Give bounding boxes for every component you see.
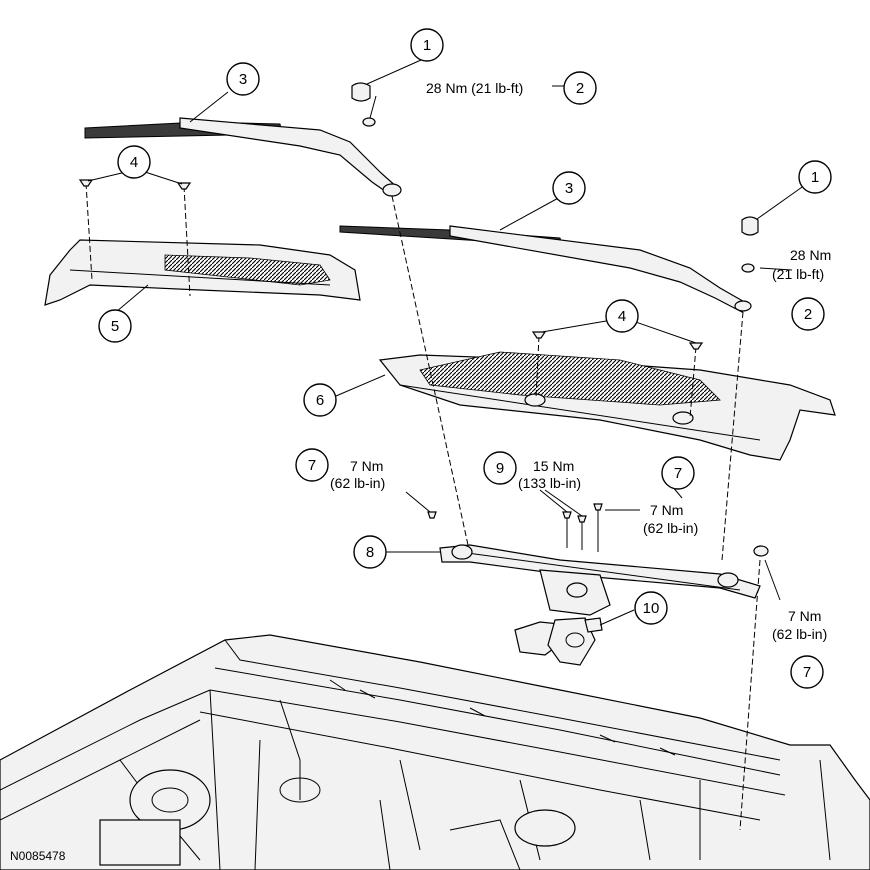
cowl-panel-main: [378, 351, 836, 461]
alignment-lines: [391, 195, 761, 831]
callout-2-right: 2: [791, 297, 825, 331]
callout-6-label: 6: [316, 392, 324, 409]
torque-spec-9-line2: (133 lb-in): [518, 475, 581, 491]
callout-5-label: 5: [111, 318, 119, 335]
callout-1-right-label: 1: [811, 169, 819, 186]
callout-4-right: 4: [605, 299, 639, 333]
torque-spec-7-mid-line2: (62 lb-in): [643, 520, 698, 536]
callout-4-left-label: 4: [130, 154, 138, 171]
callout-4-left: 4: [117, 145, 151, 179]
callout-7-left-label: 7: [308, 457, 316, 474]
linkage-bolts: [427, 503, 769, 557]
torque-spec-7-right-line2: (62 lb-in): [772, 626, 827, 642]
callout-8: 8: [353, 535, 387, 569]
callout-3-mid-label: 3: [565, 180, 573, 197]
cowl-screw-main: [531, 331, 704, 419]
wiper-arm-upper: [84, 117, 402, 197]
callout-3-mid: 3: [552, 171, 586, 205]
wiper-linkage: [439, 544, 761, 616]
torque-spec-7-right-line1: 7 Nm: [788, 608, 821, 624]
torque-spec-7-left-line1: 7 Nm: [350, 458, 383, 474]
torque-spec-7-left-line2: (62 lb-in): [330, 475, 385, 491]
wiper-arm-lower: [339, 225, 752, 313]
callout-3-top: 3: [226, 62, 260, 96]
callout-10-label: 10: [643, 600, 660, 617]
nut-lower: [741, 263, 755, 273]
callout-9: 9: [483, 451, 517, 485]
cap-upper: [351, 82, 371, 102]
callout-6: 6: [303, 383, 337, 417]
vehicle-cowl-body: [0, 634, 870, 870]
torque-spec-2-top: 28 Nm (21 lb-ft): [426, 80, 523, 96]
callout-3-top-label: 3: [239, 71, 247, 88]
callout-10: 10: [634, 591, 668, 625]
cowl-screw-left: [78, 179, 192, 297]
torque-spec-2-right-line1: 28 Nm: [790, 247, 831, 263]
callout-2-right-label: 2: [804, 306, 812, 323]
callout-2-top-label: 2: [576, 80, 584, 97]
callout-4-right-label: 4: [618, 308, 626, 325]
callout-1-top-label: 1: [423, 37, 431, 54]
callout-7-left: 7: [295, 448, 329, 482]
callout-9-label: 9: [496, 460, 504, 477]
callout-7-right: 7: [790, 655, 824, 689]
cowl-panel-left: [44, 239, 361, 306]
leader-lines: [87, 59, 806, 626]
wiper-motor: [514, 617, 603, 666]
callout-7-mid: 7: [661, 456, 695, 490]
torque-spec-7-mid-line1: 7 Nm: [650, 502, 683, 518]
nut-upper: [362, 117, 376, 127]
callout-5: 5: [98, 309, 132, 343]
torque-spec-9-line1: 15 Nm: [533, 458, 574, 474]
cap-lower: [741, 216, 759, 236]
callout-2-top: 2: [563, 71, 597, 105]
callout-1-top: 1: [410, 28, 444, 62]
callout-7-mid-label: 7: [674, 465, 682, 482]
figure-id: N0085478: [10, 849, 66, 863]
callout-7-right-label: 7: [803, 664, 811, 681]
callout-8-label: 8: [366, 544, 374, 561]
torque-spec-2-right-line2: (21 lb-ft): [772, 266, 824, 282]
callout-1-right: 1: [798, 160, 832, 194]
